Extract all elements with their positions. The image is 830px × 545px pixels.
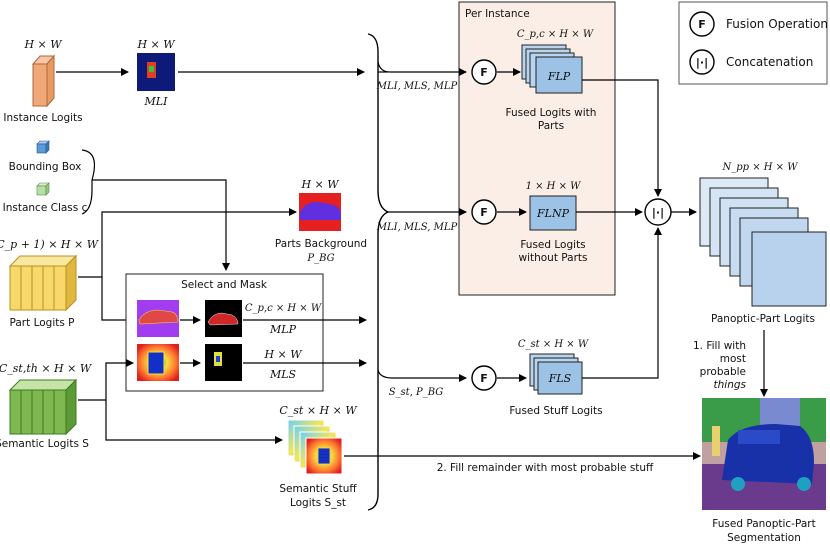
parts-bg-sub: P_BG [306, 253, 334, 264]
fill-things-4: things [714, 379, 747, 391]
flp-label-1: Fused Logits with [506, 107, 597, 119]
panoptic-logits-stack [699, 177, 827, 307]
mlp-label: MLP [269, 323, 297, 336]
bbox-icon [36, 140, 50, 154]
flp-dims: C_p,c × H × W [517, 29, 594, 40]
instance-class-label: Instance Class c [3, 202, 88, 214]
stuff-label-1: Semantic Stuff [279, 483, 357, 495]
stuff-logits-stack [287, 419, 343, 475]
fusion-legend-icon [689, 11, 715, 37]
instance-logits-icon [31, 54, 56, 108]
semantic-logits-icon [8, 378, 78, 436]
instance-dims: H × W [23, 38, 63, 51]
panoptic-label: Panoptic-Part Logits [711, 313, 815, 325]
fls-stack [529, 353, 583, 395]
stuff-dims: C_st × H × W [279, 404, 358, 417]
fusion-symbol-2: F [480, 206, 488, 219]
fusion-symbol-3: F [480, 372, 488, 385]
fill-things-1: 1. Fill with [693, 340, 746, 352]
fusion-symbol-1: F [480, 66, 488, 79]
final-segmentation-img [702, 398, 826, 510]
fusion-node-2 [471, 199, 497, 225]
fls-label: Fused Stuff Logits [509, 405, 602, 417]
instance-class-icon [36, 182, 50, 196]
stuff-label-2: Logits S_st [290, 497, 346, 509]
concat-legend-symbol: |·| [696, 56, 708, 69]
flp-stack [521, 44, 583, 94]
final-label-2: Segmentation [727, 532, 801, 544]
fusion-node-1 [471, 59, 497, 85]
per-instance-title: Per Instance [465, 8, 530, 20]
semantic-dims: C_st,th × H × W [0, 362, 93, 375]
edge-label-1: MLI, MLS, MLP [376, 81, 458, 92]
select-mask-title: Select and Mask [181, 279, 268, 291]
flnp-box: FLNP [536, 207, 570, 220]
mli-dims: H × W [136, 38, 176, 51]
flp-box: FLP [547, 70, 571, 83]
mls-dims: H × W [263, 348, 303, 361]
part-logits-dims: (C_p + 1) × H × W [0, 238, 100, 251]
flnp-label-2: without Parts [518, 252, 587, 264]
part-logits-icon [8, 254, 78, 312]
fill-things-2: most [720, 353, 746, 365]
fill-things-3: probable [700, 366, 746, 378]
part-logits-label: Part Logits P [10, 317, 75, 329]
concat-legend-icon [689, 49, 715, 75]
semantic-label: Semantic Logits S [0, 438, 89, 450]
fusion-node-3 [471, 365, 497, 391]
edge-label-3: S_st, P_BG [389, 387, 444, 398]
final-label-1: Fused Panoptic-Part [712, 518, 815, 530]
bbox-label: Bounding Box [9, 161, 82, 173]
mli-label: MLI [144, 95, 169, 108]
mls-label: MLS [269, 368, 297, 381]
flnp-dims: 1 × H × W [526, 181, 582, 192]
fusion-legend-symbol: F [698, 18, 706, 31]
panoptic-dims: N_pp × H × W [721, 162, 798, 173]
parts-bg-label: Parts Background [275, 238, 367, 250]
fusion-legend-label: Fusion Operation [726, 17, 828, 31]
edge-label-2: MLI, MLS, MLP [376, 222, 458, 233]
concat-legend-label: Concatenation [726, 55, 813, 69]
parts-bg-dims: H × W [300, 178, 340, 191]
flnp-box-rect [529, 195, 577, 231]
flp-label-2: Parts [538, 120, 564, 132]
fls-box: FLS [548, 372, 572, 385]
flnp-label-1: Fused Logits [520, 239, 585, 251]
instance-label: Instance Logits [3, 112, 82, 124]
semantic-mask-img [205, 344, 242, 381]
concat-symbol: |·| [652, 206, 664, 219]
fill-stuff-label: 2. Fill remainder with most probable stu… [437, 462, 654, 474]
fls-dims: C_st × H × W [518, 339, 589, 350]
mlp-dims: C_p,c × H × W [245, 303, 322, 314]
